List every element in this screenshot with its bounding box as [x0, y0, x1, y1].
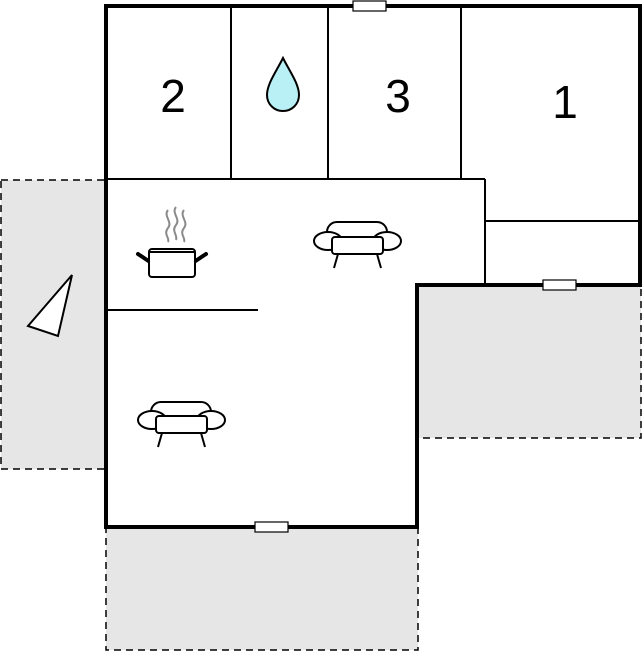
terrace-east [416, 284, 642, 439]
window-south [254, 521, 289, 533]
north-arrow-icon [26, 274, 73, 338]
outer-wall [104, 4, 642, 529]
sofa-icon [313, 221, 402, 269]
room-label-bedroom-3: 3 [385, 70, 411, 122]
sofa-icon [137, 401, 226, 448]
window-north [352, 0, 387, 12]
interior-walls [106, 6, 640, 311]
cooking-pot-icon [136, 206, 208, 278]
room-label-bedroom-2: 2 [160, 70, 186, 122]
terrace-south [105, 526, 419, 651]
room-label-bedroom-1: 1 [552, 76, 578, 128]
window-east [542, 279, 577, 291]
water-drop-icon [265, 55, 301, 113]
